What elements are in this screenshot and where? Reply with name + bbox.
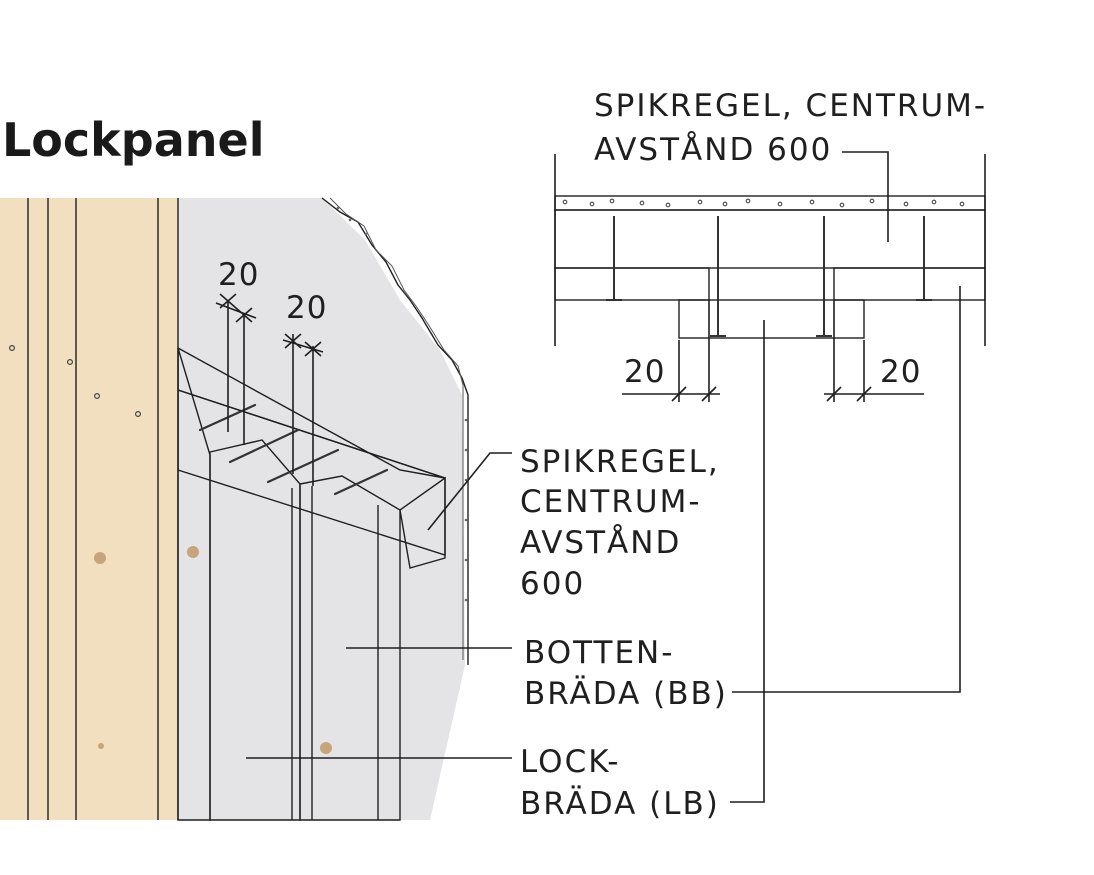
section-dim-right: 20: [824, 300, 924, 402]
perspective-label-spikregel: SPIKREGEL, CENTRUM- AVSTÅND 600: [520, 444, 732, 602]
section-screws: [606, 216, 932, 337]
section-lockbrada: [678, 299, 865, 339]
section-leader-bottenbrada: [732, 286, 961, 693]
perspective-label-bottenbrada: BOTTEN- BRÄDA (BB): [524, 635, 728, 712]
wood-knots: [94, 546, 332, 754]
section-spikregel: [554, 209, 986, 269]
section-bottenbrada-left: [554, 267, 710, 301]
section-dim-right-value: 20: [880, 354, 921, 390]
lockbrada-board-2: [299, 475, 401, 821]
perspective-dim-left: 20: [215, 257, 259, 445]
perspective-dim-right: 20: [282, 290, 327, 486]
perspective-dim-left-value: 20: [218, 257, 259, 293]
section-leader-lockbrada: [730, 320, 765, 803]
perspective-view: 20 20 SPIKREGEL, CENTRUM- AVSTÅND 600: [0, 197, 732, 822]
leader-spikregel: [427, 452, 512, 531]
nail-heads: [9, 345, 142, 418]
page-title: Lockpanel: [2, 113, 264, 167]
section-bottenbrada-right: [833, 267, 986, 301]
perspective-label-lockbrada: LOCK- BRÄDA (LB): [520, 744, 720, 822]
spikregel-end: [399, 476, 446, 569]
section-view: SPIKREGEL, CENTRUM- AVSTÅND 600 20 20: [554, 88, 999, 803]
perspective-dim-right-value: 20: [286, 290, 327, 326]
front-panel: [0, 198, 178, 820]
section-dim-left-value: 20: [624, 354, 665, 390]
wall-texture-dots: [336, 206, 468, 602]
wall-broken-edge-inner: [329, 197, 464, 660]
section-leader-spikregel: [842, 151, 889, 242]
section-dim-left: 20: [622, 300, 720, 402]
section-sheathing-dots: [562, 198, 965, 208]
section-sheathing: [554, 195, 986, 211]
section-label-spikregel: SPIKREGEL, CENTRUM- AVSTÅND 600: [594, 88, 999, 168]
wall-sheathing: [178, 198, 465, 820]
